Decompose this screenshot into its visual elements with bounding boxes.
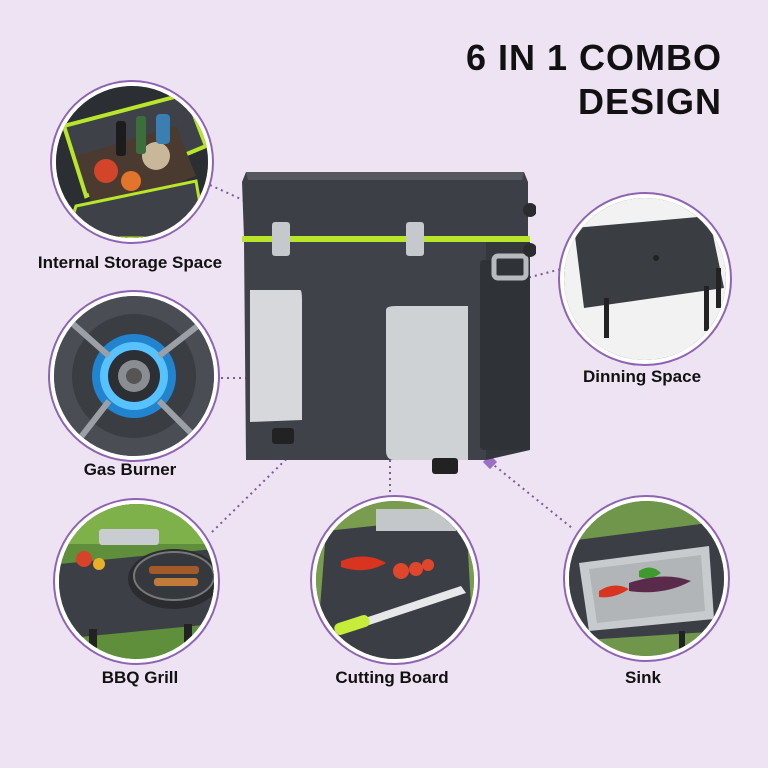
label-bbq-grill: BBQ Grill — [101, 668, 179, 687]
label-internal-storage: Internal Storage Space — [37, 253, 223, 272]
label-dinning-space: Dinning Space — [582, 367, 702, 386]
grill-photo — [55, 500, 218, 663]
table-photo — [560, 194, 730, 364]
label-sink: Sink — [625, 668, 661, 687]
cutting-board-photo — [312, 497, 478, 663]
storage-photo — [52, 82, 212, 242]
product-image — [242, 172, 536, 474]
headline-line-1: 6 IN 1 COMBO — [465, 37, 722, 78]
headline: 6 IN 1 COMBO DESIGN — [466, 36, 722, 124]
label-gas-burner: Gas Burner — [83, 460, 177, 479]
headline-line-2: DESIGN — [577, 81, 722, 122]
label-cutting-board: Cutting Board — [335, 668, 449, 687]
sink-photo — [565, 497, 728, 660]
burner-photo — [50, 292, 218, 460]
